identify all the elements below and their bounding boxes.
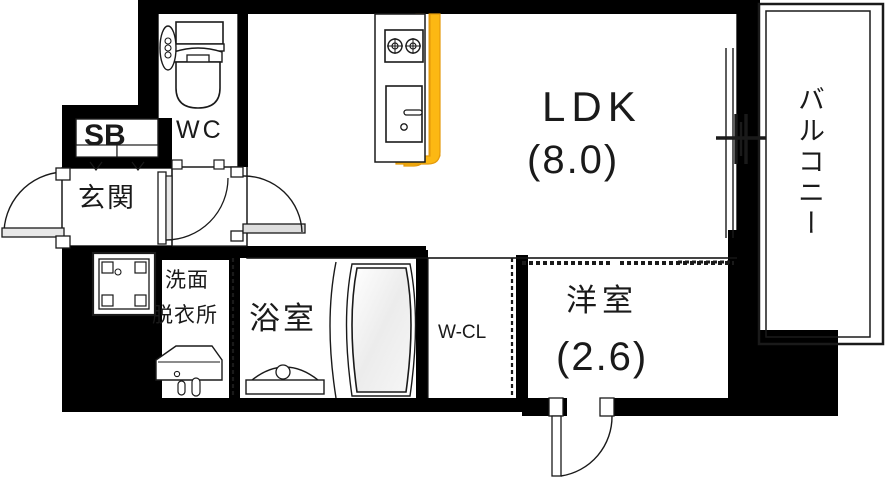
label-ldk-area: (8.0): [527, 138, 620, 182]
wall-right-mid: [737, 258, 759, 340]
thin-lines: [171, 168, 737, 398]
wc-door-panel: [242, 223, 306, 234]
entrance-door-panel: [1, 227, 65, 238]
balcony-outer: [757, 2, 885, 346]
wall-sb-top: [62, 105, 158, 119]
bath-sink-icon: [245, 364, 325, 395]
wall-bath-top: [236, 246, 426, 258]
label-entrance: 玄関: [78, 183, 136, 213]
balcony-inner: [765, 10, 871, 338]
wall-wcl-right: [516, 255, 528, 403]
wall-bath-right: [416, 250, 428, 410]
wall-bottom-bath: [160, 398, 525, 412]
vanity-sink-icon: [155, 345, 223, 397]
bedroom-top-rails: [522, 260, 734, 265]
wc-door: [230, 166, 306, 242]
gas-stove-icon: [384, 29, 424, 63]
balcony-left-lines: [725, 48, 734, 238]
label-ldk-name: LDK: [542, 83, 642, 130]
label-bedroom-area: (2.6): [556, 335, 649, 379]
wall-bedroom-bottom-right: [613, 398, 759, 416]
wall-bath-left: [229, 255, 240, 405]
wall-sb-left: [62, 105, 76, 168]
window-marks: [171, 159, 225, 170]
label-washroom-line1: 洗面: [165, 269, 209, 292]
corridor-door: [157, 171, 229, 245]
wall-top-right: [700, 0, 760, 14]
shoebox-icon: [75, 118, 159, 171]
bedroom-door: [548, 397, 615, 477]
wall-wc-right: [238, 12, 248, 167]
entrance-door: [1, 167, 71, 249]
washing-machine-pan-icon: [91, 251, 157, 317]
label-bedroom-name: 洋室: [566, 283, 638, 318]
bathtub-icon: [329, 261, 417, 399]
label-closet: W-CL: [438, 322, 487, 343]
bedroom-door-panel: [551, 415, 562, 477]
label-washroom-line2: 脱衣所: [152, 304, 218, 327]
structural-walls: [62, 0, 838, 416]
balcony-sliding-door-icon: [716, 114, 766, 164]
toilet-icon: [159, 21, 225, 109]
ldk-room-outline: [246, 11, 738, 259]
label-wc: WC: [176, 116, 224, 144]
wall-top: [138, 0, 748, 14]
label-bath: 浴室: [249, 301, 317, 336]
wall-washroom-top: [160, 246, 240, 260]
wall-entrance-right-upper: [158, 118, 172, 168]
kitchen-sink-icon: [385, 85, 423, 143]
wall-right-upper: [737, 40, 759, 258]
label-balcony: バルコニー: [794, 85, 824, 240]
label-shoebox: SB: [84, 119, 126, 152]
balcony-outline: [757, 2, 885, 346]
wall-wc-left: [138, 0, 158, 118]
